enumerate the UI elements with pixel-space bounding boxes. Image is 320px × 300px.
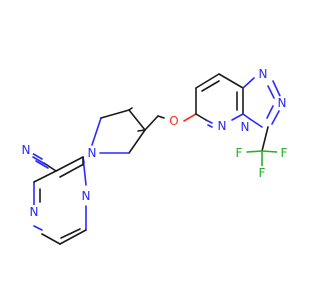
pyrazine-bond-4-inner [60, 228, 81, 239]
chemical-structure-diagram: N N N N O N N N N F F F [20, 67, 291, 245]
triazole-bond-3 [271, 110, 280, 125]
pyridazine-bond-7 [195, 113, 207, 121]
pyrazine-bond-1 [55, 156, 84, 172]
atom-fluorine-right: F [281, 146, 288, 160]
pyridazine-bond-2-inner [201, 80, 220, 92]
atom-pyrazine-n-bottom: N [30, 205, 39, 219]
pyrazine-bond-6-top [33, 170, 57, 183]
nitrile-group [29, 151, 57, 172]
triazole-bond-3-inner [266, 105, 274, 119]
atom-fluorine-bottom: F [259, 166, 266, 180]
atom-fluorine-left: F [236, 146, 243, 160]
pyrrolidine-ring [91, 109, 146, 154]
bond-o-to-ring [183, 113, 197, 122]
bond-ch2-to-o [157, 115, 165, 119]
triazole-bond-1 [242, 77, 255, 89]
pyrazine-ring [33, 156, 87, 245]
pyrrolidine-bond-c1-c2 [100, 109, 130, 119]
pyridazine-ring [195, 73, 244, 128]
bond-ch2 [128, 107, 133, 111]
methylene-ether-linker [128, 107, 197, 132]
nitrile-triple-bond-a [32, 156, 46, 165]
pyridazine-bond-6 [205, 119, 213, 124]
atom-ether-o: O [169, 114, 178, 128]
pyrrolidine-bond-n-c1 [91, 117, 102, 146]
bond-c-f-left [246, 150, 263, 153]
bond-triazole-to-cf3 [261, 126, 269, 152]
nitrile-bond-c-c [43, 162, 57, 172]
pyridazine-bond-2 [195, 73, 220, 89]
triazole-bond-4 [249, 118, 263, 128]
pyridazine-bond-6b [207, 124, 213, 128]
atom-triazole-n-right: N [278, 96, 287, 110]
pyrrolidine-bond-c3-c4 [128, 129, 146, 154]
pyrrolidine-bond-c2-c3 [128, 109, 146, 131]
pyridazine-bond-5 [231, 113, 244, 121]
atom-triazole-n-top: N [259, 67, 268, 81]
atom-bridge-n: N [241, 120, 250, 134]
pyridazine-bond-3 [218, 73, 244, 89]
triazole-ring [242, 77, 281, 128]
pyrazine-bond-1-inner [59, 164, 83, 178]
pyrazine-bond-5b [41, 233, 61, 245]
atom-pyrrolidine-n: N [88, 146, 97, 160]
bond-c3-to-ch2 [144, 115, 159, 131]
pyrazine-bond-5 [33, 225, 43, 231]
atom-pyridazine-n: N [218, 119, 227, 133]
nitrile-triple-bond-c [35, 160, 49, 169]
bond-ring-to-ch2 [137, 129, 146, 132]
atom-pyrazine-n-top: N [82, 189, 91, 203]
atom-labels: N N N N O N N N N F F F [20, 67, 291, 219]
triazole-bond-2-inner [267, 85, 275, 99]
pyrazine-bond-4 [59, 229, 87, 245]
triazole-bond-2 [272, 80, 281, 97]
atom-nitrile-n: N [22, 143, 31, 157]
triazole-bond-5 [242, 113, 251, 120]
trifluoromethyl-group [246, 126, 278, 167]
bond-c-f-right [261, 150, 278, 153]
